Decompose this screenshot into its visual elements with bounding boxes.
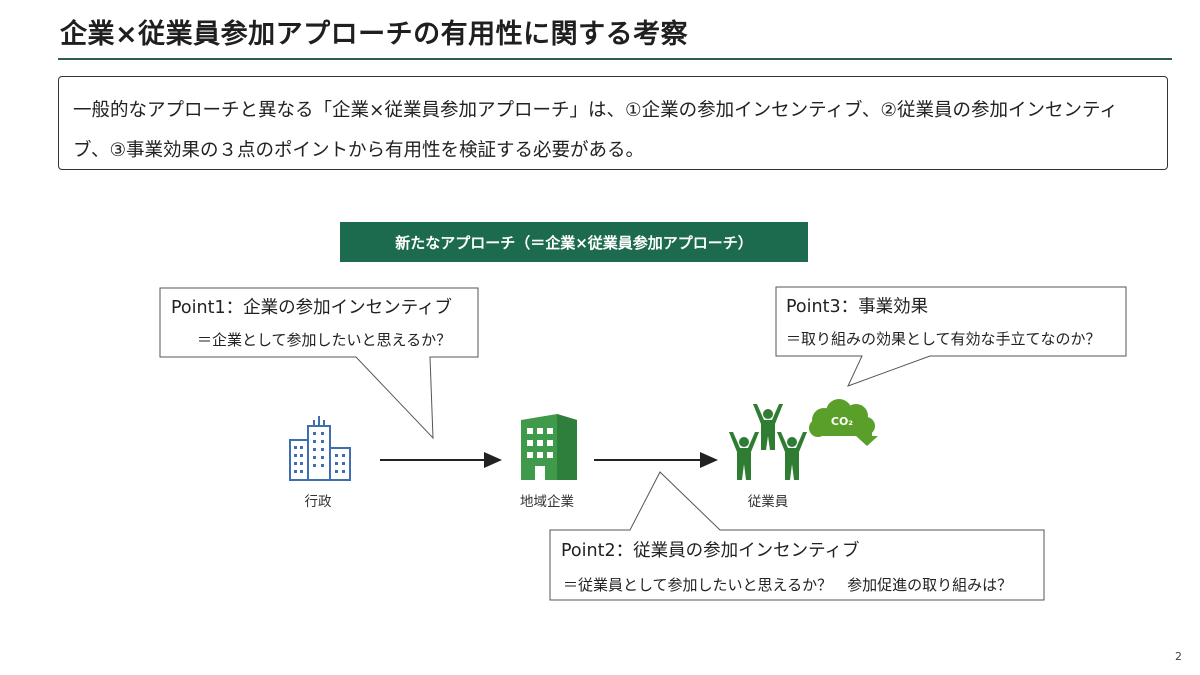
point1-callout-shape	[159, 287, 479, 440]
page-number: 2	[1175, 650, 1182, 663]
point3-callout-shape	[775, 286, 1127, 387]
point2-title: Point2：従業員の参加インセンティブ	[561, 541, 860, 561]
summary-box: 一般的なアプローチと異なる「企業×従業員参加アプローチ」は、①企業の参加インセン…	[58, 76, 1168, 170]
employees-label: 従業員	[747, 494, 789, 510]
point2-question: ＝従業員として参加したいと思えるか？ 参加促進の取り組みは？	[563, 576, 1013, 594]
point3-question: ＝取り組みの効果として有効な手立てなのか？	[786, 330, 1101, 348]
co2-label: CO₂	[831, 415, 853, 428]
title-divider	[58, 58, 1172, 60]
point2-callout: Point2：従業員の参加インセンティブ ＝従業員として参加したいと思えるか？ …	[561, 537, 1012, 595]
approach-banner: 新たなアプローチ（＝企業×従業員参加アプローチ）	[340, 222, 808, 262]
summary-line-2: ブ、③事業効果の３点のポイントから有用性を検証する必要がある。	[73, 140, 645, 161]
summary-line-1: 一般的なアプローチと異なる「企業×従業員参加アプローチ」は、①企業の参加インセン…	[73, 100, 1118, 121]
cheering-people-icon	[729, 404, 807, 480]
point2-callout-shape	[549, 471, 1045, 601]
point1-callout: Point1：企業の参加インセンティブ ＝企業として参加したいと思えるか？	[171, 294, 452, 350]
company-building-icon	[521, 414, 577, 480]
local-company-label: 地域企業	[520, 494, 574, 510]
slide-title: 企業×従業員参加アプローチの有用性に関する考察	[60, 19, 689, 50]
point1-title: Point1：企業の参加インセンティブ	[171, 298, 453, 318]
office-buildings-icon	[289, 416, 351, 481]
co2-cloud-icon: CO₂	[809, 399, 878, 446]
government-label: 行政	[304, 494, 332, 510]
point3-title: Point3：事業効果	[786, 297, 929, 317]
point1-question: ＝企業として参加したいと思えるか？	[197, 331, 452, 349]
point3-callout: Point3：事業効果 ＝取り組みの効果として有効な手立てなのか？	[786, 293, 1101, 349]
